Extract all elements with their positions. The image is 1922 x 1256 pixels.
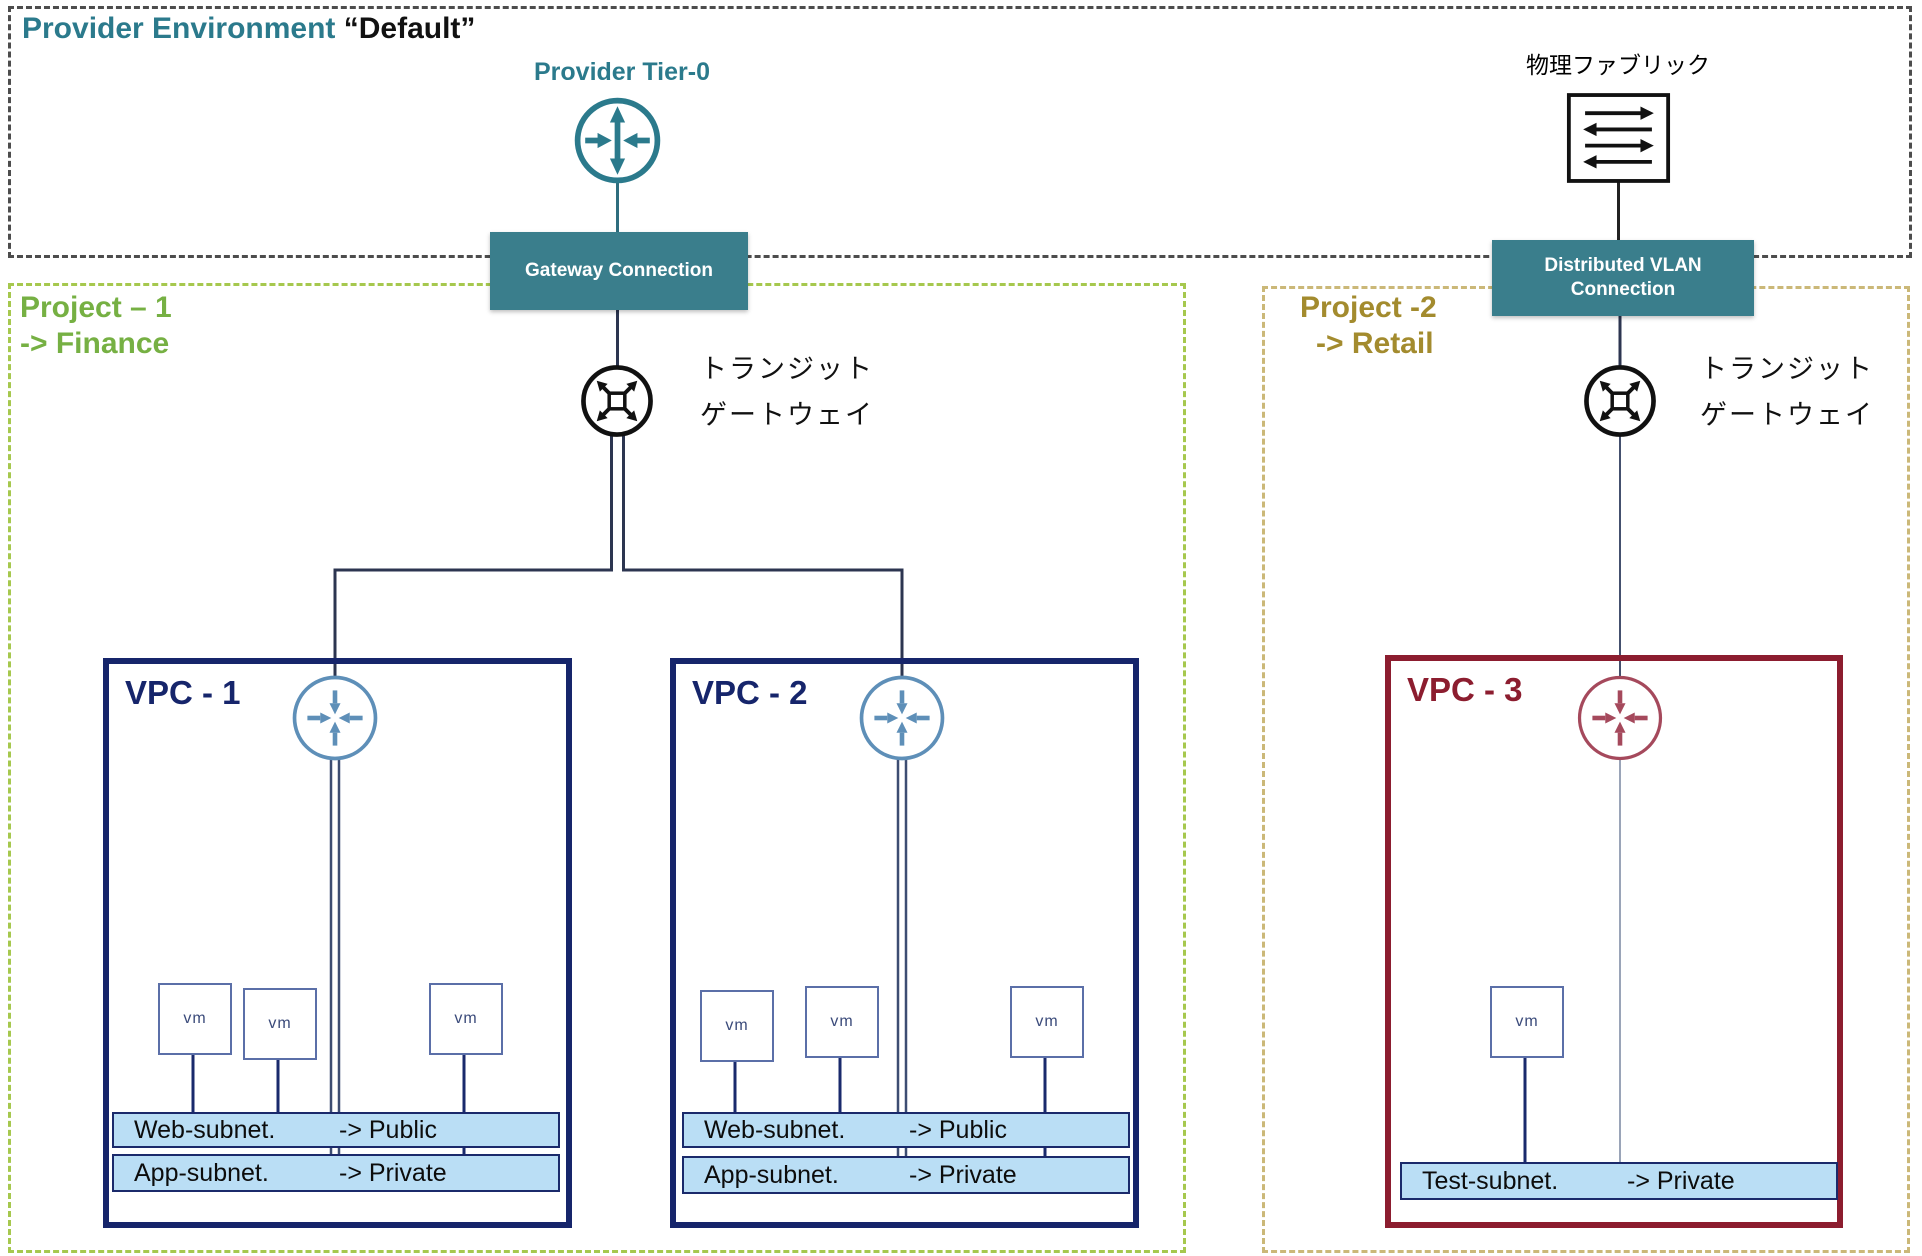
transit-gateway-2-icon — [1584, 365, 1656, 437]
project2-subtitle: -> Retail — [1316, 327, 1434, 360]
distributed-vlan-label-line2: Connection — [1570, 279, 1676, 300]
project1-subtitle: -> Finance — [20, 327, 170, 360]
subnet-type: -> Public — [339, 1115, 437, 1144]
transit-gateway-1-label-line2: ゲートウェイ — [700, 400, 874, 430]
distributed-vlan-label-line1: Distributed VLAN — [1544, 255, 1702, 276]
vpc3-box: VPC - 3 — [1385, 655, 1843, 1228]
transit-gateway-1-icon — [581, 365, 653, 437]
subnet-type: -> Private — [339, 1158, 447, 1187]
vm-label: vm — [725, 1017, 749, 1034]
transit-gateway-2-label-line2: ゲートウェイ — [1700, 400, 1874, 430]
vpc3-router-icon — [1577, 675, 1663, 761]
subnet-name: App-subnet. — [704, 1160, 839, 1189]
transit-gateway-1-label: トランジット ゲートウェイ — [700, 346, 874, 438]
vm-label: vm — [268, 1015, 292, 1032]
distributed-vlan-connection-box: Distributed VLAN Connection — [1492, 240, 1754, 316]
project2-title-block: Project -2 -> Retail — [1300, 290, 1437, 362]
vpc3-test-subnet-bar: Test-subnet. -> Private — [1400, 1162, 1838, 1200]
vpc1-title: VPC - 1 — [125, 674, 241, 711]
provider-environment-outline — [8, 6, 1912, 258]
project2-title: Project -2 — [1300, 291, 1437, 324]
subnet-type: -> Private — [909, 1160, 1017, 1189]
gateway-connection-label: Gateway Connection — [525, 260, 713, 281]
subnet-name: Web-subnet. — [134, 1115, 276, 1144]
vpc2-title: VPC - 2 — [692, 674, 808, 711]
subnet-name: Web-subnet. — [704, 1115, 846, 1144]
vpc2-box: VPC - 2 — [670, 658, 1139, 1228]
gateway-connection-box: Gateway Connection — [490, 232, 748, 310]
vpc2-web-subnet-bar: Web-subnet. -> Public — [682, 1112, 1130, 1148]
project1-title-block: Project – 1 -> Finance — [20, 290, 172, 362]
vpc1-web-subnet-bar: Web-subnet. -> Public — [112, 1112, 560, 1148]
vpc1-vm-3: vm — [429, 983, 503, 1055]
physical-fabric-label: 物理ファブリック — [1526, 52, 1710, 78]
vpc1-vm-1: vm — [158, 983, 232, 1055]
provider-tier0-router-icon — [574, 97, 661, 184]
vpc2-router-icon — [859, 675, 945, 761]
vpc1-router-icon — [292, 675, 378, 761]
vpc2-vm-3: vm — [1010, 986, 1084, 1058]
vpc1-app-subnet-bar: App-subnet. -> Private — [112, 1154, 560, 1192]
transit-gateway-1-label-line1: トランジット — [700, 354, 874, 384]
vpc2-vm-2: vm — [805, 986, 879, 1058]
physical-fabric-icon — [1566, 93, 1671, 183]
vm-label: vm — [183, 1010, 207, 1027]
subnet-name: App-subnet. — [134, 1158, 269, 1187]
vpc1-box: VPC - 1 — [103, 658, 572, 1228]
transit-gateway-2-label: トランジット ゲートウェイ — [1700, 346, 1874, 438]
vpc2-vm-1: vm — [700, 990, 774, 1062]
vpc2-app-subnet-bar: App-subnet. -> Private — [682, 1156, 1130, 1194]
vm-label: vm — [1515, 1013, 1539, 1030]
subnet-name: Test-subnet. — [1422, 1166, 1559, 1195]
project1-title: Project – 1 — [20, 291, 172, 324]
subnet-type: -> Public — [909, 1115, 1007, 1144]
vm-label: vm — [454, 1010, 478, 1027]
subnet-type: -> Private — [1627, 1166, 1735, 1195]
provider-tier0-label: Provider Tier-0 — [533, 58, 710, 86]
vpc3-vm-1: vm — [1490, 986, 1564, 1058]
vm-label: vm — [830, 1013, 854, 1030]
provider-environment-title: Provider Environment “Default” — [22, 12, 475, 46]
provider-environment-name: “Default” — [343, 12, 476, 45]
vpc1-vm-2: vm — [243, 988, 317, 1060]
provider-environment-title-text: Provider Environment — [22, 12, 336, 45]
transit-gateway-2-label-line1: トランジット — [1700, 354, 1874, 384]
vm-label: vm — [1035, 1013, 1059, 1030]
vpc3-title: VPC - 3 — [1407, 671, 1523, 708]
